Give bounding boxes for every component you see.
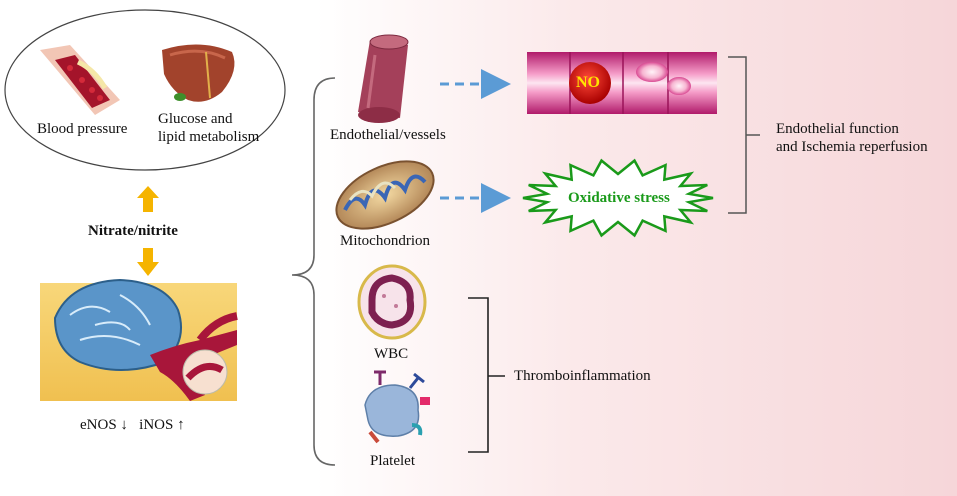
vessel-tube-icon: [527, 52, 717, 114]
no-label: NO: [576, 74, 600, 91]
thromboinflammation-label: Thromboinflammation: [514, 368, 651, 384]
glucose-label-line1: Glucose and: [158, 111, 233, 127]
blood-pressure-label: Blood pressure: [37, 121, 128, 137]
brain-illustration: [40, 278, 238, 401]
platelet-icon: [364, 370, 430, 444]
glucose-label-line2: lipid metabolism: [158, 129, 260, 145]
oxidative-stress-label: Oxidative stress: [568, 190, 670, 206]
platelet-label: Platelet: [370, 453, 415, 469]
bracket-endothelial: [728, 56, 760, 214]
endothelial-function-label-line2: and Ischemia reperfusion: [776, 139, 928, 155]
enos-inos-label: eNOS ↓ iNOS ↑: [80, 417, 185, 433]
arrow-down-icon: [137, 248, 159, 276]
no-molecule-icon: [569, 62, 611, 104]
wbc-icon: [357, 264, 427, 340]
brace-left: [291, 77, 336, 466]
mitochondrion-icon: [335, 160, 435, 230]
mitochondrion-label: Mitochondrion: [340, 233, 430, 249]
wbc-label: WBC: [374, 346, 409, 362]
oxidative-stress-burst: [522, 158, 714, 238]
top-oval: [4, 9, 286, 171]
arrow-up-icon: [137, 186, 159, 212]
bracket-thrombo: [468, 297, 505, 453]
liver-icon: [162, 44, 235, 102]
blood-vessel-icon: [40, 45, 120, 115]
endothelial-vessel-icon: [358, 34, 409, 123]
endothelial-function-label-line1: Endothelial function: [776, 121, 899, 137]
endothelial-vessels-label: Endothelial/vessels: [330, 127, 446, 143]
nitrate-nitrite-label: Nitrate/nitrite: [88, 223, 178, 239]
